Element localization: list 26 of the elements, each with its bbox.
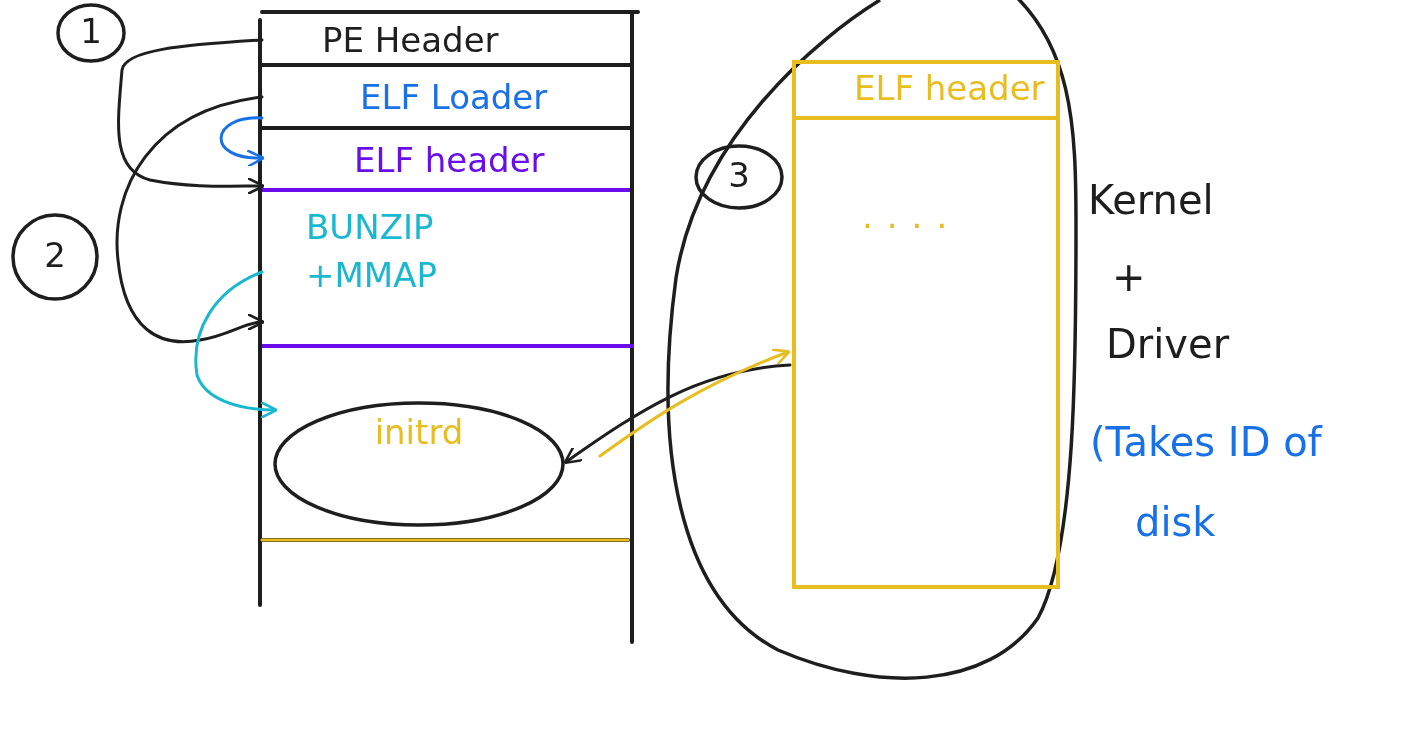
arrow: [598, 348, 791, 458]
step-number: 1: [79, 13, 103, 51]
section-label: ELF header: [354, 142, 545, 180]
note-text: disk: [1135, 500, 1216, 544]
section-label: BUNZIP +MMAP: [306, 206, 438, 297]
note-text: (Takes ID of: [1090, 420, 1322, 464]
step-number-circle: [10, 212, 100, 302]
arrow: [115, 95, 265, 344]
arrow: [219, 116, 265, 167]
initrd-ellipse: [272, 400, 566, 528]
memory-box: [790, 58, 1062, 591]
section-label: initrd: [373, 414, 465, 452]
arrow: [194, 270, 278, 419]
note-text: +: [1112, 255, 1146, 299]
arrow: [117, 38, 265, 196]
step-number: 2: [43, 237, 67, 275]
step-number-circle: [693, 143, 785, 211]
ellipsis-text: ....: [862, 198, 962, 236]
note-text: Driver: [1106, 322, 1230, 366]
step-number-circle: [55, 2, 127, 64]
note-text: Kernel: [1088, 178, 1214, 222]
section-label: ELF header: [854, 70, 1045, 108]
arrow: [563, 363, 792, 465]
section-label: PE Header: [322, 22, 499, 60]
step-number: 3: [727, 157, 751, 195]
section-label: ELF Loader: [360, 79, 548, 117]
